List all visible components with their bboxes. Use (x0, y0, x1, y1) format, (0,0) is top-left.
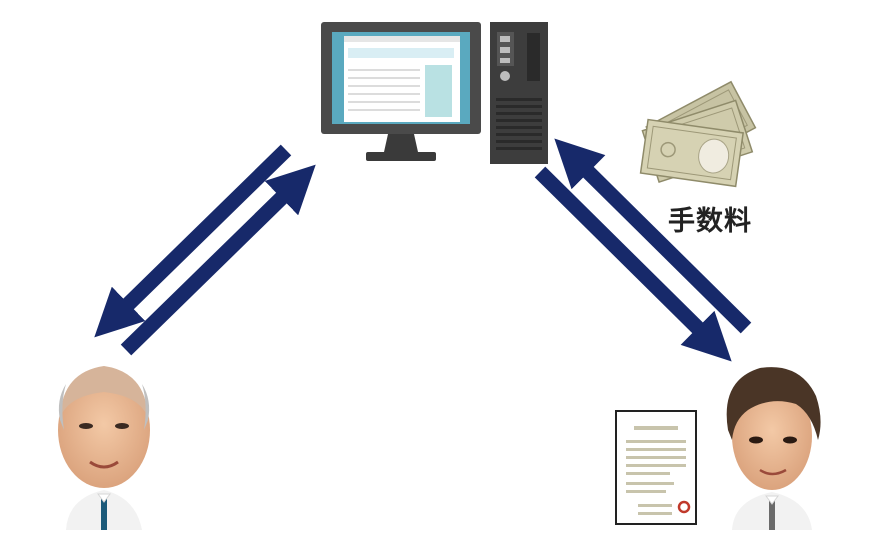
arrow-to-computer-from-left (120, 164, 316, 356)
computer-tower-icon (490, 22, 548, 164)
arrow-to-computer-from-right (554, 138, 752, 334)
banknotes-icon (639, 80, 757, 188)
fee-label: 手数料 (668, 206, 752, 237)
older-man-avatar (58, 366, 150, 530)
contract-document-icon (615, 410, 697, 525)
arrow-to-left-person (94, 144, 292, 338)
computer-monitor-icon (321, 22, 481, 161)
arrow-to-right-person (534, 166, 732, 362)
young-man-avatar (726, 367, 821, 530)
